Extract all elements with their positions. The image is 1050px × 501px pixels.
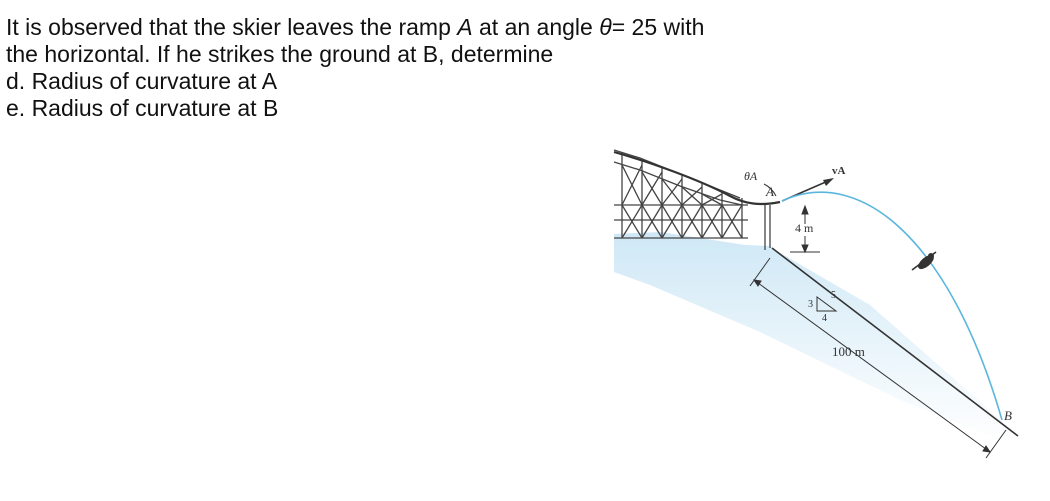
point-b-label: B bbox=[1004, 408, 1012, 423]
slope-4-label: 4 bbox=[822, 313, 827, 324]
ramp-track bbox=[613, 150, 781, 206]
text-segment: It is observed that the skier leaves the… bbox=[6, 14, 458, 40]
question-d: d. Radius of curvature at A bbox=[6, 68, 278, 94]
problem-line-2: the horizontal. If he strikes the ground… bbox=[6, 41, 554, 67]
slope-5-label: 5 bbox=[831, 290, 836, 301]
slope-3-label: 3 bbox=[808, 299, 813, 310]
point-a-symbol: A bbox=[457, 14, 473, 40]
distance-label: 100 m bbox=[832, 344, 865, 359]
va-label: vA bbox=[832, 165, 846, 177]
theta-a-label: θA bbox=[744, 169, 758, 183]
height-label: 4 m bbox=[795, 221, 814, 235]
slope-triangle bbox=[816, 296, 838, 312]
theta-angle-arc bbox=[763, 183, 777, 197]
snow-ground bbox=[614, 232, 1022, 444]
trajectory-curve bbox=[781, 191, 1003, 421]
skier-figure bbox=[911, 251, 937, 271]
problem-line-1: It is observed that the skier leaves the… bbox=[6, 14, 704, 41]
slope-line bbox=[771, 247, 1019, 437]
distance-dimension bbox=[749, 257, 1007, 459]
question-e: e. Radius of curvature at B bbox=[6, 95, 279, 121]
text-segment: at an angle bbox=[472, 14, 600, 40]
theta-symbol: θ bbox=[599, 14, 612, 40]
height-dimension bbox=[790, 204, 820, 254]
problem-statement: It is observed that the skier leaves the… bbox=[6, 14, 704, 122]
point-a-label: A bbox=[765, 184, 774, 199]
text-segment: = 25 with bbox=[611, 14, 705, 40]
